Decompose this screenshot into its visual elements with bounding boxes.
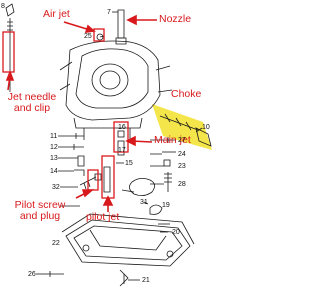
part-number-32: 32 [52, 184, 60, 191]
part-number-19: 19 [162, 202, 170, 209]
jet-needle-box [2, 31, 15, 73]
part-number-15: 15 [125, 160, 133, 167]
carburetor-diagram: Air jet Nozzle Jet needle and clip Choke… [0, 3, 212, 287]
part-number-7: 7 [107, 9, 111, 16]
part-number-20: 20 [172, 229, 180, 236]
part-number-13: 13 [50, 155, 58, 162]
part-number-12: 12 [50, 144, 58, 151]
part-number-24: 24 [178, 151, 186, 158]
part-number-21: 21 [142, 277, 150, 284]
part-number-14: 14 [50, 168, 58, 175]
label-air-jet: Air jet [43, 8, 70, 20]
pointer-arrows [5, 14, 157, 212]
label-pilot-jet: pilot jet [86, 211, 120, 223]
choke-highlight [152, 104, 212, 150]
label-jet-needle-line1: Jet needle [7, 91, 57, 103]
part-number-10: 10 [202, 124, 210, 131]
label-pilot-screw-line2: and plug [19, 210, 61, 222]
part-number-25: 25 [84, 33, 92, 40]
label-jet-needle-line2: and clip [13, 102, 51, 114]
part-number-27: 27 [178, 137, 186, 144]
part-number-26: 26 [28, 271, 36, 278]
main-jet-box [113, 121, 129, 153]
label-nozzle: Nozzle [159, 13, 192, 25]
label-main-jet: Main jet [154, 134, 191, 146]
part-number-31: 31 [140, 199, 148, 206]
part-number-23: 23 [178, 163, 186, 170]
part-number-28: 28 [178, 181, 186, 188]
part-number-17: 17 [118, 147, 126, 154]
air-jet-box [93, 28, 105, 42]
label-choke: Choke [171, 88, 202, 100]
line-art [5, 3, 212, 287]
part-number-11: 11 [50, 133, 58, 140]
part-number-8: 8 [1, 3, 5, 10]
label-jet-needle: Jet needle and clip [0, 92, 64, 114]
exploded-view-drawing [2, 3, 212, 287]
part-number-22: 22 [52, 240, 60, 247]
label-pilot-screw: Pilot screw and plug [8, 200, 72, 222]
part-number-16: 16 [118, 124, 126, 131]
label-pilot-screw-line1: Pilot screw [14, 199, 66, 211]
